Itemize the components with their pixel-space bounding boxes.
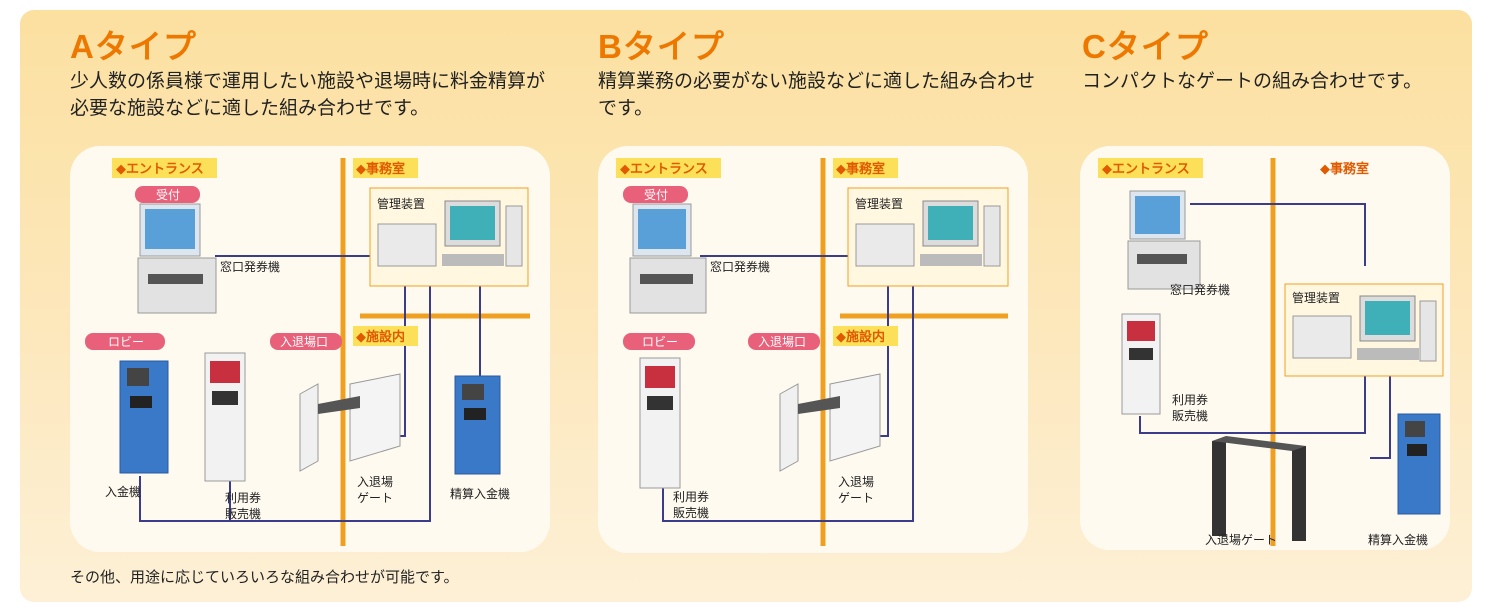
label-window-ticket: 窓口発券機 bbox=[220, 259, 280, 274]
label-window-ticket: 窓口発券機 bbox=[710, 259, 770, 274]
label-gate-2: ゲート bbox=[357, 491, 393, 505]
pill-entry-exit: 入退場口 bbox=[758, 335, 806, 349]
label-ticket-vending-2: 販売機 bbox=[1172, 408, 1208, 423]
panel-c-title: Cタイプ bbox=[1082, 28, 1209, 65]
ticket-vending-machine bbox=[1121, 313, 1161, 415]
tag-entrance bbox=[112, 158, 217, 178]
label-settlement-deposit: 精算入金機 bbox=[1368, 532, 1428, 547]
entry-exit-gate bbox=[299, 373, 401, 472]
panel-b: Bタイプ 精算業務の必要がない施設などに適した組み合わせです。 bbox=[598, 10, 1068, 602]
label-settlement-deposit: 精算入金機 bbox=[450, 486, 510, 501]
management-unit bbox=[847, 187, 1009, 287]
panel-a-title: Aタイプ bbox=[70, 28, 197, 65]
label-office: ◆事務室 bbox=[836, 161, 885, 177]
panel-b-diagram: ◆エントランス ◆事務室 ◆施設内 受付 ロビー 入退場口 窓口発券機 bbox=[598, 146, 1028, 553]
label-ticket-vending-2: 販売機 bbox=[225, 506, 261, 521]
management-unit bbox=[1284, 283, 1444, 377]
label-facility: ◆施設内 bbox=[356, 329, 405, 345]
label-window-ticket: 窓口発券機 bbox=[1170, 282, 1230, 297]
panel-b-title: Bタイプ bbox=[598, 28, 725, 65]
panel-a: Aタイプ 少人数の係員様で運用したい施設や退場時に料金精算が必要な施設などに適し… bbox=[70, 10, 560, 602]
label-gate-1: 入退場 bbox=[357, 475, 393, 489]
window-ticket-machine bbox=[137, 203, 217, 314]
combination-diagram: Aタイプ 少人数の係員様で運用したい施設や退場時に料金精算が必要な施設などに適し… bbox=[20, 10, 1472, 602]
label-entrance: ◆エントランス bbox=[1102, 162, 1190, 177]
pill-lobby: ロビー bbox=[108, 335, 144, 349]
window-ticket-machine bbox=[629, 203, 707, 314]
label-ticket-vending-1: 利用券 bbox=[1172, 392, 1208, 407]
panel-c-description: コンパクトなゲートの組み合わせです。 bbox=[1082, 70, 1423, 92]
deposit-machine bbox=[119, 360, 169, 474]
label-entrance: ◆エントランス bbox=[620, 162, 708, 177]
label-gate: 入退場ゲート bbox=[1205, 533, 1277, 547]
label-ticket-vending-1: 利用券 bbox=[673, 489, 709, 504]
settlement-deposit-machine bbox=[454, 375, 501, 475]
label-entrance: ◆エントランス bbox=[116, 162, 204, 177]
window-ticket-machine bbox=[1127, 190, 1201, 290]
pill-reception: 受付 bbox=[644, 188, 668, 202]
label-office: ◆事務室 bbox=[356, 161, 405, 177]
management-unit bbox=[369, 187, 529, 287]
panel-a-diagram: ◆エントランス ◆事務室 ◆施設内 受付 ロビー 入退場口 窓口発券機 bbox=[70, 146, 550, 552]
ticket-vending-machine bbox=[639, 357, 681, 489]
panel-c-diagram: ◆エントランス ◆事務室 窓口発券機 管理装置 bbox=[1080, 146, 1450, 550]
settlement-deposit-machine bbox=[1397, 413, 1441, 515]
footnote: その他、用途に応じていろいろな組み合わせが可能です。 bbox=[70, 568, 459, 586]
entry-exit-gate bbox=[779, 373, 881, 472]
label-ticket-vending-2: 販売機 bbox=[673, 505, 709, 520]
label-management: 管理装置 bbox=[855, 196, 903, 211]
label-ticket-vending-1: 利用券 bbox=[225, 490, 261, 505]
label-management: 管理装置 bbox=[377, 196, 425, 211]
label-gate-2: ゲート bbox=[838, 491, 874, 505]
label-facility: ◆施設内 bbox=[836, 329, 885, 345]
panel-a-description: 少人数の係員様で運用したい施設や退場時に料金精算が必要な施設などに適した組み合わ… bbox=[70, 70, 546, 119]
panel-c: Cタイプ コンパクトなゲートの組み合わせです。 bbox=[1082, 10, 1472, 602]
pill-reception: 受付 bbox=[156, 188, 180, 202]
ticket-vending-machine bbox=[204, 352, 246, 482]
pill-lobby: ロビー bbox=[642, 335, 678, 349]
label-office: ◆事務室 bbox=[1320, 161, 1369, 177]
pill-entry-exit: 入退場口 bbox=[280, 335, 328, 349]
label-deposit: 入金機 bbox=[105, 484, 141, 499]
label-management: 管理装置 bbox=[1292, 290, 1340, 305]
entry-exit-gate bbox=[1212, 436, 1306, 541]
panel-b-description: 精算業務の必要がない施設などに適した組み合わせです。 bbox=[598, 70, 1036, 119]
label-gate-1: 入退場 bbox=[838, 475, 874, 489]
